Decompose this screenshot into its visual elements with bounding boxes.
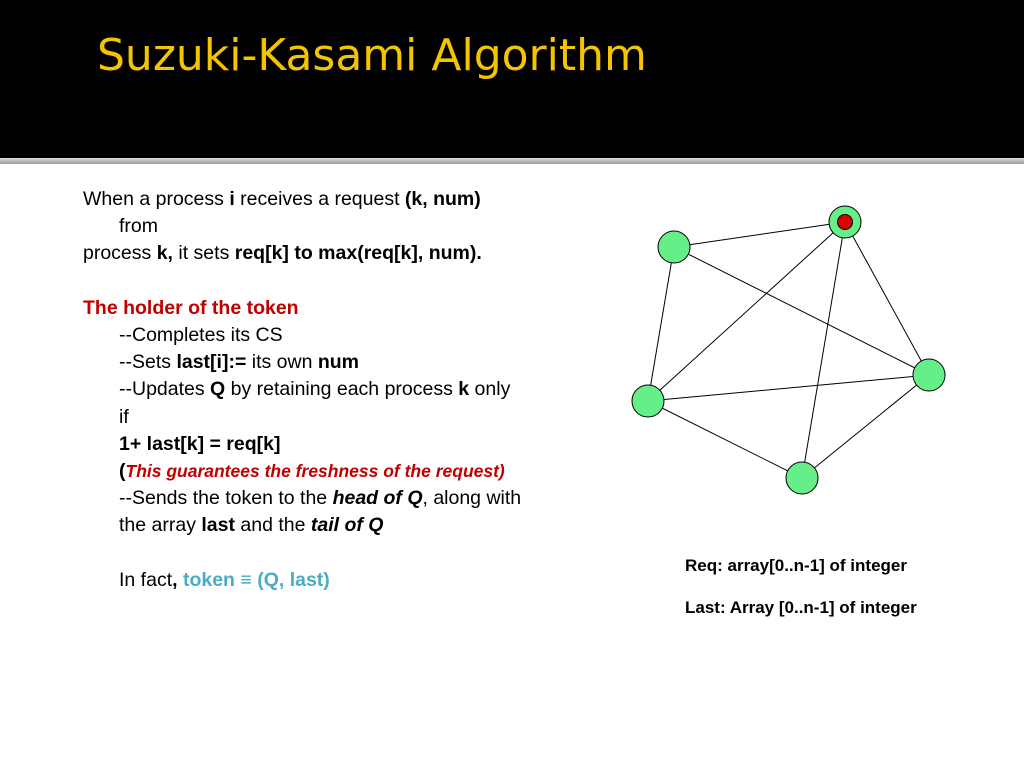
edge (647, 400, 803, 479)
step-update-q-cont: if (119, 405, 129, 428)
edge (647, 246, 675, 402)
body-line-3: process k, it sets req[k] to max(req[k],… (83, 242, 482, 265)
title-divider (0, 158, 1024, 164)
process-node (631, 384, 665, 418)
slide-body: When a process i receives a request (k, … (83, 186, 608, 594)
nodes (631, 205, 946, 495)
title-bar (0, 0, 1024, 158)
body-line-2: from (119, 215, 158, 238)
process-node (785, 461, 819, 495)
edge (647, 374, 930, 402)
process-node (657, 230, 691, 264)
freshness-condition: 1+ last[k] = req[k] (119, 432, 281, 455)
slide-title: Suzuki-Kasami Algorithm (97, 30, 647, 81)
token-dot (837, 214, 853, 230)
edge (844, 221, 930, 376)
edge (647, 221, 846, 402)
edge (801, 374, 930, 479)
step-update-q: --Updates Q by retaining each process k … (119, 378, 511, 401)
step-send-token-cont: the array last and the tail of Q (119, 514, 384, 537)
step-set-last: --Sets last[i]:= its own num (119, 351, 360, 374)
edges (647, 221, 930, 479)
step-complete-cs: --Completes its CS (119, 323, 283, 346)
freshness-note: (This guarantees the freshness of the re… (119, 459, 505, 482)
edge (673, 246, 930, 376)
step-send-token: --Sends the token to the head of Q, alon… (119, 487, 522, 510)
req-array-note: Req: array[0..n-1] of integer (685, 556, 907, 575)
process-node (912, 358, 946, 392)
edge (673, 221, 846, 248)
edge (801, 221, 846, 479)
last-array-note: Last: Array [0..n-1] of integer (685, 598, 917, 617)
token-definition: In fact, token ≡ (Q, last) (119, 568, 330, 591)
body-line-1: When a process i receives a request (k, … (83, 188, 481, 210)
holder-heading: The holder of the token (83, 296, 299, 319)
